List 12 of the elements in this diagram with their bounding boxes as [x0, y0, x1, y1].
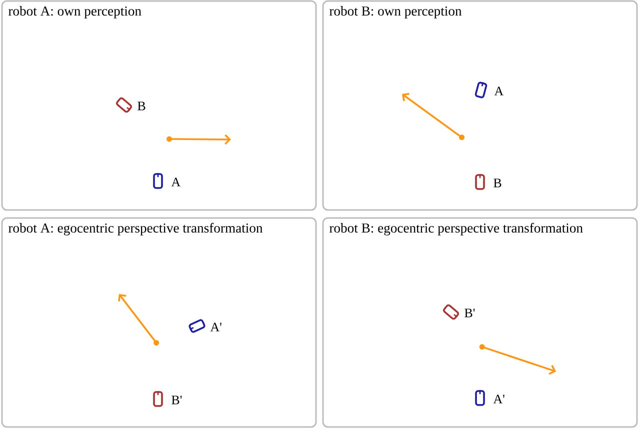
robot-label: B — [494, 178, 502, 188]
robot-label: B' — [464, 308, 475, 318]
robot-label: A' — [493, 394, 504, 404]
robot-label: A — [494, 86, 504, 96]
robot-label: B' — [172, 396, 182, 404]
panel-title: robot B: own perception — [329, 6, 462, 18]
robot-label: A' — [210, 322, 222, 332]
panel-title: robot A: egocentric perspective transformation — [8, 222, 263, 236]
panel-title: robot B: egocentric perspective transformation — [329, 222, 583, 236]
robot-label: B — [138, 102, 146, 110]
robot-label: A — [171, 178, 180, 186]
panel-title: robot A: own perception — [8, 6, 142, 18]
